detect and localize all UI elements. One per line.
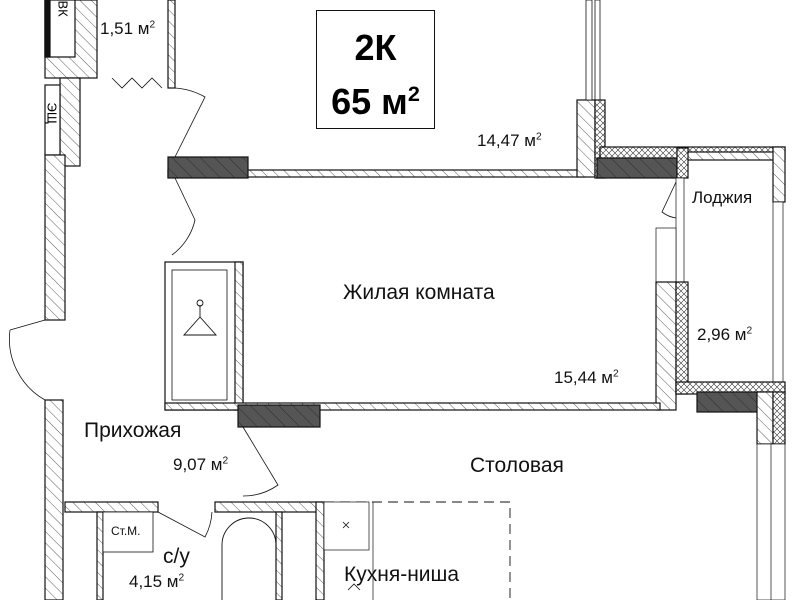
wall [164,402,661,411]
wall [167,0,176,89]
bathtub [221,517,277,600]
water-riser-label: ВК [55,0,71,17]
wall [59,77,81,167]
total-area-value: 65 м [331,81,408,122]
wall [214,501,323,513]
bath-door [157,511,213,538]
window [594,0,601,101]
living-room-area: 15,44 м2 [554,368,619,388]
area-unit-sup: 2 [407,81,420,106]
wall [756,391,774,445]
insulated-wall [772,391,786,445]
electric-panel-label: ЭЩ [44,102,60,125]
area-unit-sup: 2 [535,131,542,143]
total-area: 65 м2 [317,71,434,125]
bedroom-area-value: 14,47 м [477,131,536,150]
wall [576,99,596,178]
insulated-wall [675,281,689,395]
wall [96,511,104,600]
entrance-door [9,319,46,401]
storage-area: 1,51 м2 [100,19,155,39]
plan-summary-box: 2К 65 м2 [316,10,435,129]
hanger-hook-icon [196,299,204,307]
washing-machine-label: Ст.М. [111,524,141,538]
area-unit-sup: 2 [222,455,229,467]
loggia-area-value: 2,96 м [697,325,747,344]
door-swing [661,181,677,219]
door-swing [242,426,279,497]
riser-strip [44,0,51,58]
wall [234,261,244,411]
window [655,227,677,283]
hanger-icon [182,305,218,336]
storage-area-value: 1,51 м [100,19,150,38]
living-room-name: Жилая комната [343,281,495,304]
bathroom-name: с/у [163,545,190,568]
bearing-wall [167,156,249,179]
window [585,0,593,101]
living-room-area-value: 15,44 м [554,368,613,387]
stove-icon [347,583,361,591]
hall-area: 9,07 м2 [173,455,228,475]
wall [772,146,786,203]
loggia-area: 2,96 м2 [697,325,752,345]
hall-name: Прихожая [84,419,182,442]
wall [275,511,283,600]
dining-name: Столовая [470,454,564,477]
wall [655,281,677,411]
door-swing [171,177,196,256]
wall [64,501,159,513]
wall [681,151,775,161]
bedroom-area: 14,47 м2 [477,131,542,151]
area-unit-sup: 2 [746,325,753,337]
bearing-wall [596,157,678,179]
bathroom-area-value: 4,15 м [129,572,179,591]
wall [315,501,325,600]
kitchen-name: Кухня-ниша [344,563,460,586]
balcony-door-frame [675,177,685,284]
area-unit-sup: 2 [612,368,619,380]
insulated-wall [676,147,689,179]
bearing-wall [237,404,321,428]
apartment-type: 2К [354,27,397,68]
area-unit-sup: 2 [149,19,156,31]
wall [44,154,66,321]
bathroom-area: 4,15 м2 [129,572,184,592]
loggia-name: Лоджия [692,188,753,207]
washing-machine [102,511,154,553]
sink-icon [342,521,350,529]
loggia-window [772,201,784,383]
folding-door [111,77,163,89]
door-swing [174,87,206,158]
hall-area-value: 9,07 м [173,455,223,474]
wall [44,399,64,600]
area-unit-sup: 2 [178,572,185,584]
kitchen-niche [323,501,511,600]
